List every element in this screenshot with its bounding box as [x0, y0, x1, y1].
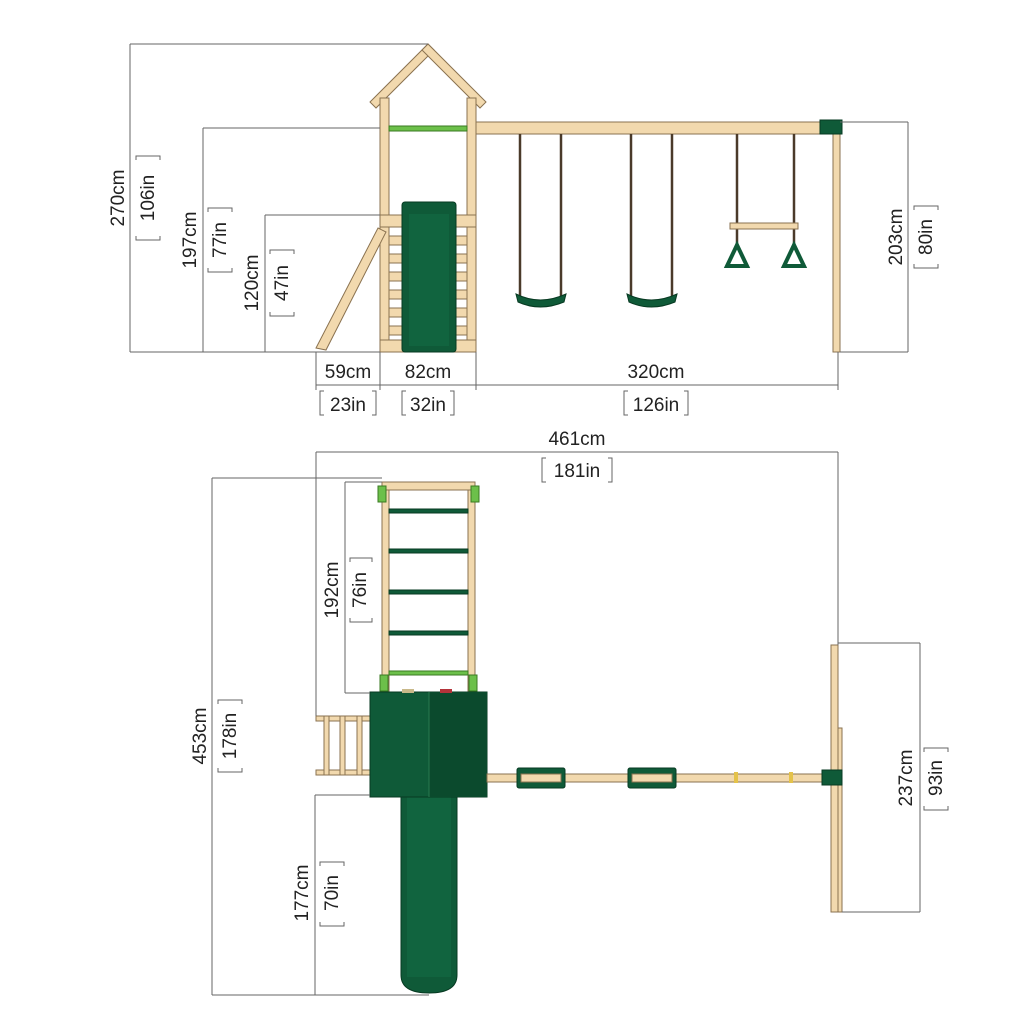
- trapeze-hook: [734, 772, 738, 783]
- a-frame-leg: [832, 121, 841, 353]
- svg-text:181in: 181in: [554, 461, 601, 482]
- belt-swing-1: [515, 134, 567, 308]
- trapeze-bar: [723, 134, 808, 268]
- side-view-dimensions: [129, 43, 909, 390]
- dim-swing-beam-length: 320cm 126in: [623, 362, 689, 416]
- svg-text:106in: 106in: [138, 175, 159, 222]
- beam-bracket: [819, 119, 843, 135]
- svg-text:177cm: 177cm: [292, 864, 313, 921]
- dim-a-frame-width: 237cm 93in: [896, 747, 949, 811]
- frame-top: [381, 481, 476, 491]
- dim-climbing-frame: 192cm 76in: [322, 557, 373, 623]
- svg-text:320cm: 320cm: [627, 362, 684, 383]
- side-view-drawing: [315, 43, 843, 353]
- svg-text:80in: 80in: [916, 219, 937, 255]
- dim-beam-height: 197cm 77in: [180, 207, 233, 273]
- svg-text:453cm: 453cm: [190, 707, 211, 764]
- ladder: [315, 227, 387, 351]
- svg-text:47in: 47in: [272, 265, 293, 301]
- slide-bed: [409, 214, 449, 346]
- svg-text:197cm: 197cm: [180, 211, 201, 268]
- svg-text:76in: 76in: [350, 572, 371, 608]
- dim-total-height: 270cm 106in: [108, 155, 161, 241]
- trapeze-hook: [789, 772, 793, 783]
- dim-total-length: 453cm 178in: [190, 699, 243, 773]
- svg-text:32in: 32in: [410, 395, 446, 416]
- dim-tower-width: 82cm 32in: [401, 362, 455, 416]
- svg-text:120cm: 120cm: [242, 254, 263, 311]
- frame-rail-right: [467, 481, 476, 693]
- roof-board-right: [421, 43, 487, 109]
- svg-text:203cm: 203cm: [886, 208, 907, 265]
- dim-swing-beam-height: 203cm 80in: [886, 205, 939, 269]
- svg-text:461cm: 461cm: [548, 429, 605, 450]
- swing-seat-1: [516, 767, 566, 789]
- dim-total-width: 461cm 181in: [541, 429, 613, 483]
- svg-text:192cm: 192cm: [322, 561, 343, 618]
- svg-text:59cm: 59cm: [325, 362, 371, 383]
- svg-text:77in: 77in: [210, 222, 231, 258]
- svg-text:82cm: 82cm: [405, 362, 451, 383]
- svg-text:237cm: 237cm: [896, 749, 917, 806]
- monkey-bar: [388, 125, 468, 132]
- svg-text:23in: 23in: [330, 395, 366, 416]
- swing-beam: [475, 121, 839, 135]
- dim-platform-height: 120cm 47in: [242, 249, 295, 317]
- svg-text:126in: 126in: [633, 395, 680, 416]
- side-ladder: [315, 715, 373, 776]
- beam-bracket: [821, 769, 843, 786]
- dim-ladder-depth: 59cm 23in: [319, 362, 377, 416]
- svg-text:93in: 93in: [926, 760, 947, 796]
- dim-slide-length: 177cm 70in: [292, 861, 345, 927]
- top-view-drawing: [315, 481, 843, 994]
- belt-swing-2: [626, 134, 678, 308]
- svg-text:270cm: 270cm: [108, 169, 129, 226]
- svg-text:70in: 70in: [322, 875, 343, 911]
- swing-seat-2: [627, 767, 677, 789]
- top-view-dimensions: [211, 451, 921, 996]
- frame-rail-left: [381, 481, 390, 693]
- climbing-rungs: [379, 508, 478, 692]
- svg-text:178in: 178in: [220, 713, 241, 760]
